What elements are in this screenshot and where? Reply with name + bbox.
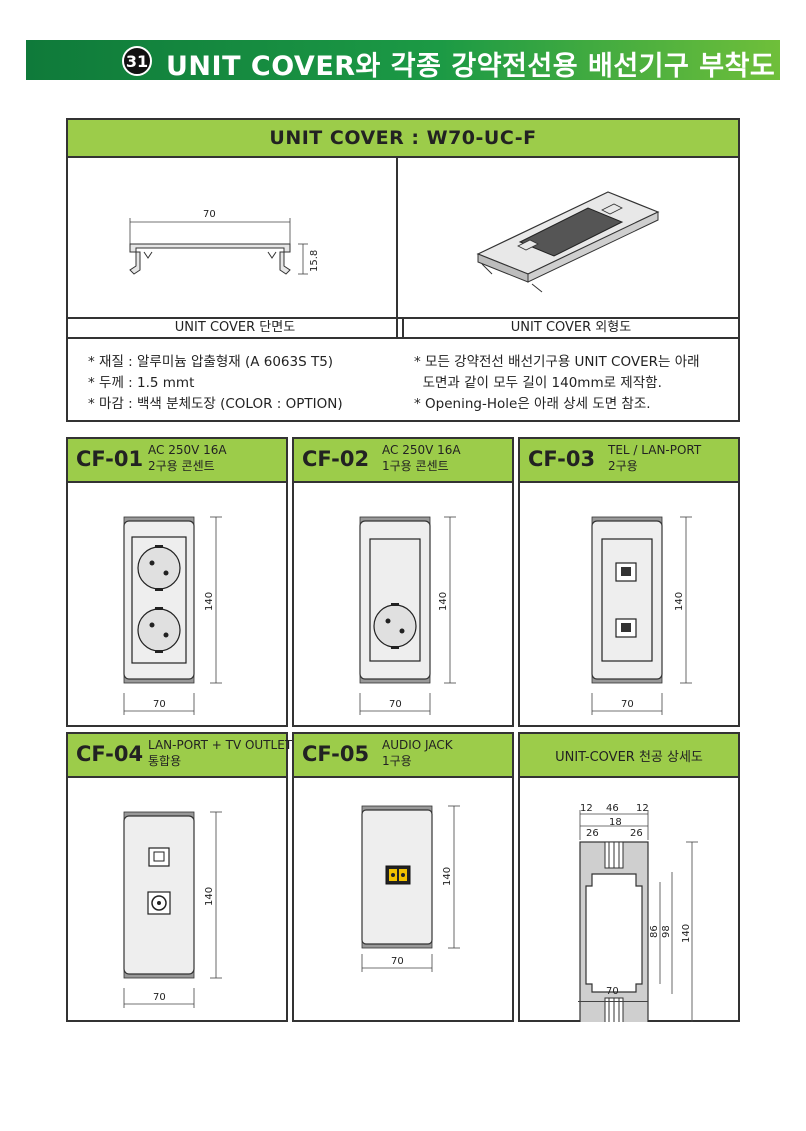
mid-dim-right: 26 bbox=[630, 828, 643, 839]
product-code: CF-01 bbox=[76, 447, 144, 471]
product-description: TEL / LAN-PORT 2구용 bbox=[608, 442, 701, 474]
width-dim: 70 bbox=[389, 699, 402, 710]
panel-opening-detail: UNIT-COVER 천공 상세도 12 46 12 26 18 26 86 9… bbox=[518, 732, 740, 1022]
spec-notes-left: * 재질 : 알루미늄 압출형재 (A 6063S T5) * 두께 : 1.5… bbox=[88, 352, 343, 415]
product-description: AC 250V 16A 2구용 콘센트 bbox=[148, 442, 227, 474]
mid-dim-left: 26 bbox=[586, 828, 599, 839]
note-length-2: 도면과 같이 모두 길이 140mm로 제작함. bbox=[414, 375, 662, 391]
page-title: UNIT COVER와 각종 강약전선용 배선기구 부착도 bbox=[166, 51, 776, 82]
unit-cover-spec-box: UNIT COVER : W70-UC-F 70 15.8 UNIT COVER… bbox=[66, 118, 740, 422]
detail-title: UNIT-COVER 천공 상세도 bbox=[520, 734, 738, 778]
desc-line-2: 2구용 bbox=[608, 459, 638, 473]
desc-line-1: LAN-PORT + TV OUTLET bbox=[148, 738, 293, 752]
panel-header: CF-02 AC 250V 16A 1구용 콘센트 bbox=[294, 439, 512, 483]
product-code: CF-05 bbox=[302, 742, 370, 766]
height-dim: 140 bbox=[442, 867, 453, 886]
product-description: AC 250V 16A 1구용 콘센트 bbox=[382, 442, 461, 474]
section-caption: UNIT COVER 단면도 bbox=[68, 319, 404, 337]
panel-cf-02: CF-02 AC 250V 16A 1구용 콘센트 140 70 bbox=[292, 437, 514, 727]
exterior-drawing bbox=[476, 191, 660, 293]
desc-line-1: AUDIO JACK bbox=[382, 738, 453, 752]
height-dim: 140 bbox=[674, 592, 685, 611]
detail-bottom-dim: 70 bbox=[606, 986, 619, 997]
panel-cf-04: CF-04 LAN-PORT + TV OUTLET 통합용 140 70 bbox=[66, 732, 292, 1022]
page-title-bar: 31 UNIT COVER와 각종 강약전선용 배선기구 부착도 bbox=[26, 40, 780, 82]
desc-line-2: 통합용 bbox=[148, 754, 182, 768]
width-dim: 70 bbox=[153, 992, 166, 1003]
desc-line-2: 1구용 콘센트 bbox=[382, 459, 449, 473]
product-description: LAN-PORT + TV OUTLET 통합용 bbox=[148, 737, 292, 769]
opening-detail-drawing: 12 46 12 26 18 26 86 98 140 bbox=[579, 803, 698, 1022]
width-dim: 70 bbox=[391, 956, 404, 967]
section-drawing: 70 15.8 bbox=[129, 209, 320, 275]
panel-cf-05: CF-05 AUDIO JACK 1구용 140 70 bbox=[292, 732, 514, 1022]
cf-04-drawing: 140 70 bbox=[123, 811, 222, 1008]
side-dim-98: 98 bbox=[661, 925, 672, 938]
cf-01-drawing: 140 70 bbox=[123, 516, 222, 715]
section-width-dim: 70 bbox=[203, 209, 216, 220]
width-dim: 70 bbox=[153, 699, 166, 710]
desc-line-2: 1구용 bbox=[382, 754, 412, 768]
desc-line-2: 2구용 콘센트 bbox=[148, 459, 215, 473]
panel-cf-01: CF-01 AC 250V 16A 2구용 콘센트 140 70 bbox=[66, 437, 288, 727]
note-material: * 재질 : 알루미늄 압출형재 (A 6063S T5) bbox=[88, 354, 334, 370]
side-dim-86: 86 bbox=[649, 925, 660, 938]
height-dim: 140 bbox=[204, 887, 215, 906]
product-code: CF-04 bbox=[76, 742, 144, 766]
note-length-1: * 모든 강약전선 배선기구용 UNIT COVER는 아래 bbox=[414, 354, 700, 370]
spec-title: UNIT COVER : W70-UC-F bbox=[68, 120, 738, 158]
spec-caption-row: UNIT COVER 단면도 UNIT COVER 외형도 bbox=[68, 317, 738, 339]
top-dim-left: 12 bbox=[580, 803, 593, 814]
product-code: CF-03 bbox=[528, 447, 596, 471]
panel-cf-03: CF-03 TEL / LAN-PORT 2구용 140 70 bbox=[518, 437, 740, 727]
section-number-badge: 31 bbox=[122, 46, 152, 76]
spec-divider bbox=[396, 158, 398, 338]
cf-02-drawing: 140 70 bbox=[359, 516, 456, 715]
panel-header: CF-05 AUDIO JACK 1구용 bbox=[294, 734, 512, 778]
mid-dim-mid: 18 bbox=[609, 817, 622, 828]
note-opening: * Opening-Hole은 아래 상세 도면 참조. bbox=[414, 396, 651, 412]
desc-line-1: AC 250V 16A bbox=[148, 443, 227, 457]
height-dim: 140 bbox=[204, 592, 215, 611]
panel-header: CF-04 LAN-PORT + TV OUTLET 통합용 bbox=[68, 734, 292, 778]
note-finish: * 마감 : 백색 분체도장 (COLOR : OPTION) bbox=[88, 396, 343, 412]
top-dim-mid: 46 bbox=[606, 803, 619, 814]
cf-03-drawing: 140 70 bbox=[591, 516, 692, 715]
side-dim-140: 140 bbox=[681, 924, 692, 943]
desc-line-1: AC 250V 16A bbox=[382, 443, 461, 457]
top-dim-right: 12 bbox=[636, 803, 649, 814]
desc-line-1: TEL / LAN-PORT bbox=[608, 443, 702, 457]
note-thickness: * 두께 : 1.5 mmt bbox=[88, 375, 195, 391]
cf-05-drawing: 140 70 bbox=[361, 805, 460, 972]
product-description: AUDIO JACK 1구용 bbox=[382, 737, 453, 769]
exterior-caption: UNIT COVER 외형도 bbox=[510, 320, 632, 335]
width-dim: 70 bbox=[621, 699, 634, 710]
spec-notes-right: * 모든 강약전선 배선기구용 UNIT COVER는 아래 도면과 같이 모두… bbox=[414, 352, 700, 415]
section-height-dim: 15.8 bbox=[309, 250, 320, 272]
height-dim: 140 bbox=[438, 592, 449, 611]
product-code: CF-02 bbox=[302, 447, 370, 471]
detail-bottom-dim-row: 70 bbox=[578, 984, 648, 1002]
panel-header: CF-03 TEL / LAN-PORT 2구용 bbox=[520, 439, 738, 483]
panel-header: CF-01 AC 250V 16A 2구용 콘센트 bbox=[68, 439, 286, 483]
